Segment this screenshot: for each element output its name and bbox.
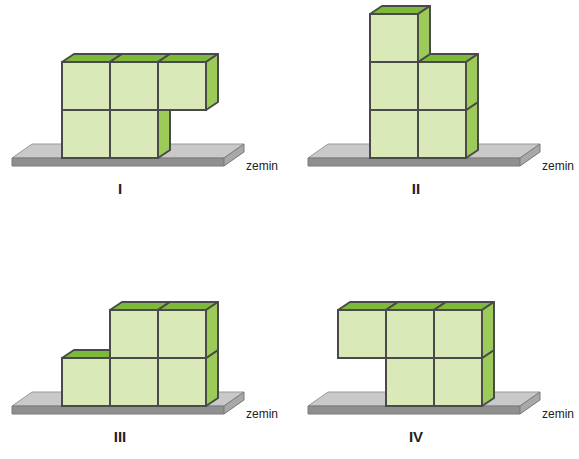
figure-number: III bbox=[114, 429, 127, 444]
ground-label: zemin bbox=[542, 160, 574, 172]
figure-three bbox=[12, 302, 244, 414]
figure-four bbox=[308, 302, 540, 414]
figure-two bbox=[308, 6, 540, 166]
ground-label: zemin bbox=[246, 408, 278, 420]
ground-label: zemin bbox=[246, 160, 278, 172]
figure-one bbox=[12, 54, 244, 166]
figure-number: II bbox=[412, 181, 420, 196]
figure-number: I bbox=[118, 181, 122, 196]
figure-number: IV bbox=[409, 429, 423, 444]
ground-label: zemin bbox=[542, 408, 574, 420]
